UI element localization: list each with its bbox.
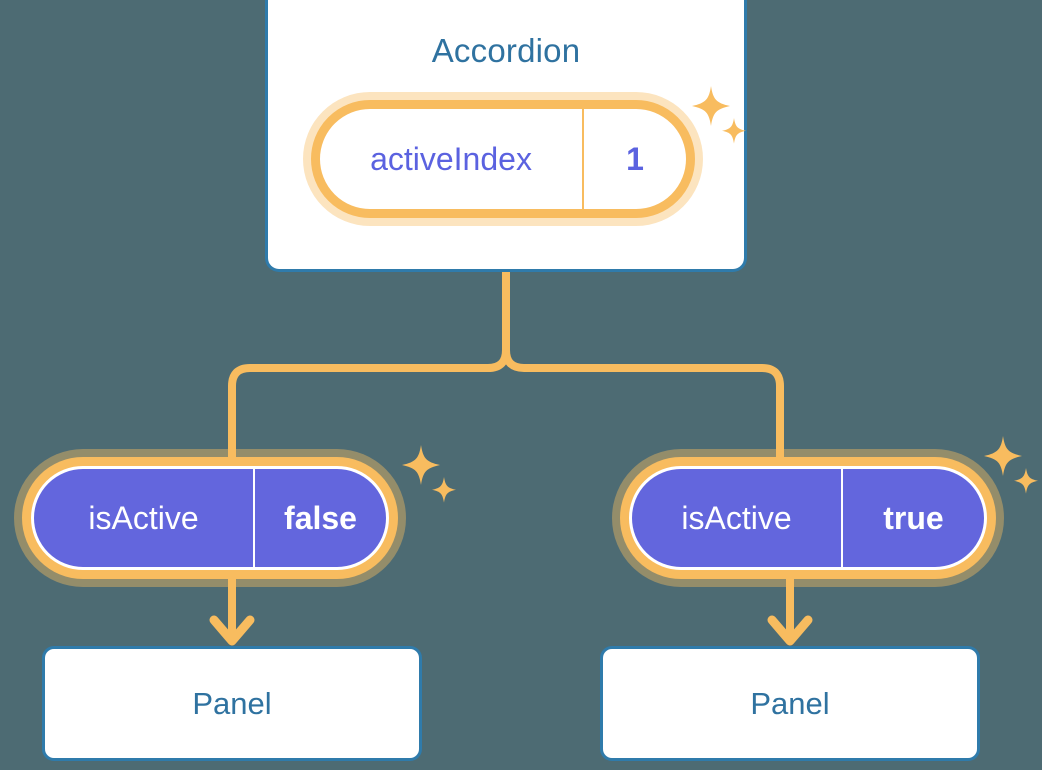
wire-branch-right [502,346,784,474]
pill-body[interactable]: activeIndex 1 [311,100,695,218]
pill-value-label: 1 [582,109,686,209]
sparkle-large-icon [984,436,1022,476]
state-pill-isactive-true[interactable]: isActive true [629,466,987,570]
pill-key-label: isActive [681,499,792,536]
panel-box-left: Panel [42,646,422,761]
pill-body[interactable]: isActive true [629,466,987,570]
arrowhead-left-icon [209,615,255,646]
panel-label: Panel [192,685,272,721]
sparkle-small-icon [432,477,456,503]
page-title: Accordion [431,32,581,69]
panel-box-right: Panel [600,646,980,761]
pill-key-label: isActive [88,499,199,536]
arrowhead-right-icon [767,615,813,646]
state-pill-isactive-false[interactable]: isActive false [31,466,389,570]
state-pill-activeindex[interactable]: activeIndex 1 [311,100,695,218]
pill-key-label: activeIndex [370,140,532,177]
sparkle-small-icon [1014,468,1038,494]
wire-branch-left [228,346,510,474]
sparkle-icon [984,436,1038,494]
sparkle-large-icon [402,445,440,485]
pill-value-label: false [253,469,386,567]
pill-value-label: true [841,469,984,567]
pill-body[interactable]: isActive false [31,466,389,570]
panel-label: Panel [750,685,830,721]
sparkle-icon [402,445,456,503]
